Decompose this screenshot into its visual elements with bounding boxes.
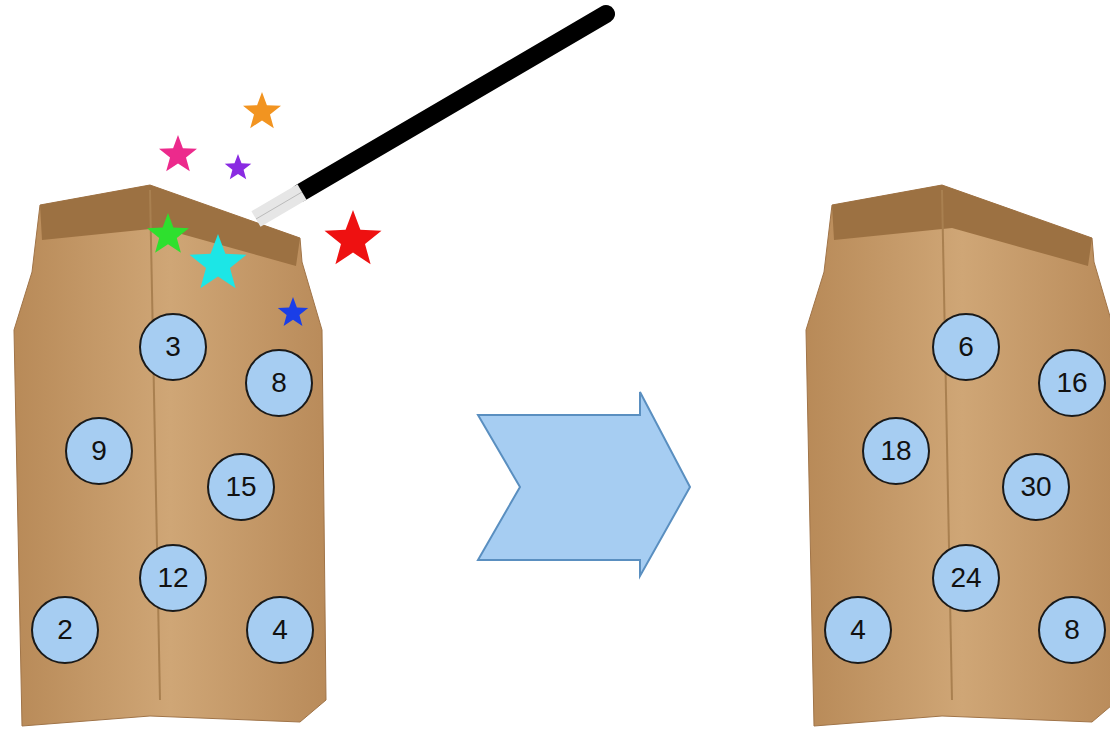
wand-shaft	[300, 14, 606, 193]
wand-tip-edge	[256, 192, 302, 219]
number-label: 24	[950, 564, 981, 592]
number-circle: 15	[207, 453, 275, 521]
number-label: 8	[1064, 616, 1080, 644]
number-label: 12	[157, 564, 188, 592]
bag-fold	[832, 185, 1092, 266]
bag-crease	[150, 190, 160, 700]
paper-bag	[806, 185, 1110, 726]
paper-bag	[14, 185, 326, 726]
bag-body	[14, 185, 326, 726]
number-circle: 18	[862, 417, 930, 485]
number-label: 4	[850, 616, 866, 644]
number-circle: 30	[1002, 453, 1070, 521]
number-circle: 4	[246, 596, 314, 664]
bag-body	[806, 185, 1110, 726]
sparkle-star	[325, 210, 382, 264]
number-label: 4	[272, 616, 288, 644]
number-circle: 3	[139, 313, 207, 381]
number-circle: 9	[65, 417, 133, 485]
number-label: 30	[1020, 473, 1051, 501]
number-circle: 8	[245, 349, 313, 417]
bag-crease	[942, 190, 952, 700]
magic-wand	[256, 14, 606, 219]
number-circle: 6	[932, 313, 1000, 381]
number-circle: 4	[824, 596, 892, 664]
number-circle: 2	[31, 596, 99, 664]
transform-arrow	[478, 392, 690, 576]
number-label: 15	[225, 473, 256, 501]
number-circle: 12	[139, 544, 207, 612]
number-circle: 8	[1038, 596, 1106, 664]
number-label: 2	[57, 616, 73, 644]
sparkle-star	[159, 135, 197, 171]
sparkle-star	[278, 297, 308, 326]
number-circle: 24	[932, 544, 1000, 612]
number-label: 6	[958, 333, 974, 361]
number-label: 8	[271, 369, 287, 397]
wand-tip	[256, 192, 302, 219]
number-circle: 16	[1038, 349, 1106, 417]
number-label: 3	[165, 333, 181, 361]
sparkle-star	[243, 92, 281, 128]
sparkle-star	[190, 234, 247, 288]
sparkles	[147, 92, 381, 326]
number-label: 9	[91, 437, 107, 465]
number-label: 18	[880, 437, 911, 465]
sparkle-star	[225, 154, 252, 179]
sparkle-star	[147, 213, 189, 253]
number-label: 16	[1056, 369, 1087, 397]
